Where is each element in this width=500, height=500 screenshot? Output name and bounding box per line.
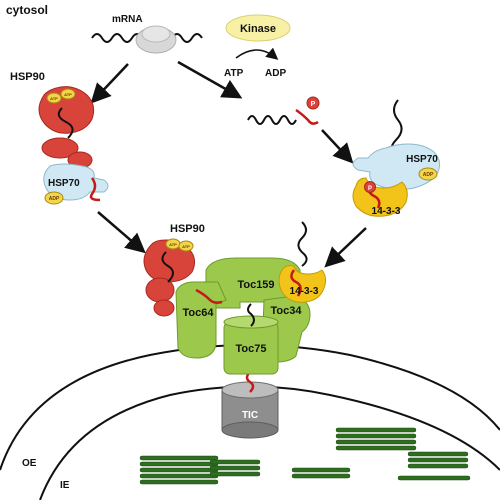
- thylakoid-stack-left: [139, 455, 261, 485]
- hsp70-left-adp-tag: ADP: [49, 196, 60, 202]
- toc-hsp90-atp-tag-b: ATP: [182, 244, 190, 249]
- hsp90-atp-tag-b: ATP: [64, 92, 72, 97]
- hsp70-right-adp-tag: ADP: [423, 172, 434, 178]
- toc75-label: Toc75: [236, 343, 267, 355]
- phosphate-tag-label: P: [311, 101, 316, 108]
- hsp70-left: ADP: [43, 163, 109, 205]
- arrow-hsp70-to-toc: [97, 211, 146, 254]
- tic-complex: [221, 371, 279, 439]
- ribosome-top: [141, 25, 171, 43]
- protein-1433-right: P: [352, 177, 408, 217]
- precursor-transit-peptide: [295, 108, 319, 125]
- cytosol-label: cytosol: [6, 3, 48, 17]
- hsp70-right: ADP: [352, 143, 440, 191]
- hsp90-complex-label: HSP90: [170, 223, 205, 235]
- kinase-reaction-arrow: [235, 47, 279, 60]
- hsp90-chaperone-left: ATP ATP: [38, 86, 95, 169]
- hsp70-left-label: HSP70: [48, 178, 80, 189]
- oe-label: OE: [22, 458, 37, 469]
- toc34-label: Toc34: [271, 305, 303, 317]
- protein-1433-toc: [278, 265, 327, 303]
- arrow-mrna-to-hsp90: [90, 63, 129, 104]
- atp-label: ATP: [224, 68, 244, 79]
- kinase: [225, 14, 291, 42]
- toc159-label: Toc159: [237, 279, 274, 291]
- tic-label: TIC: [242, 410, 258, 421]
- kinase-label: Kinase: [240, 23, 276, 35]
- hsp90-atp-tag-a: ATP: [50, 96, 58, 101]
- phosphorylated-precursor: [247, 115, 297, 125]
- adp-label: ADP: [265, 68, 286, 79]
- protein-1433-toc-label: 14-3-3: [290, 286, 319, 297]
- thylakoid-stack-middle: [291, 467, 351, 479]
- ie-label: IE: [60, 480, 70, 491]
- phosphate-tag: [306, 96, 320, 110]
- toc-1433-strand: [297, 221, 308, 267]
- arrow-1433-to-toc: [324, 227, 367, 268]
- hsp70-right-label: HSP70: [406, 154, 438, 165]
- hsp90-chaperone-toc: ATP ATP: [143, 238, 223, 317]
- toc-hsp90-atp-tag-a: ATP: [169, 242, 177, 247]
- protein-1433-phosphate-label: P: [368, 186, 372, 192]
- toc64-label: Toc64: [183, 307, 215, 319]
- mrna-label: mRNA: [112, 14, 143, 25]
- hsp90-top-label: HSP90: [10, 71, 45, 83]
- thylakoid-stack-right: [335, 427, 471, 481]
- arrow-to-1433-complex: [321, 129, 354, 164]
- protein-1433-right-label: 14-3-3: [372, 206, 401, 217]
- arrow-mrna-to-phosphorylated: [177, 60, 243, 99]
